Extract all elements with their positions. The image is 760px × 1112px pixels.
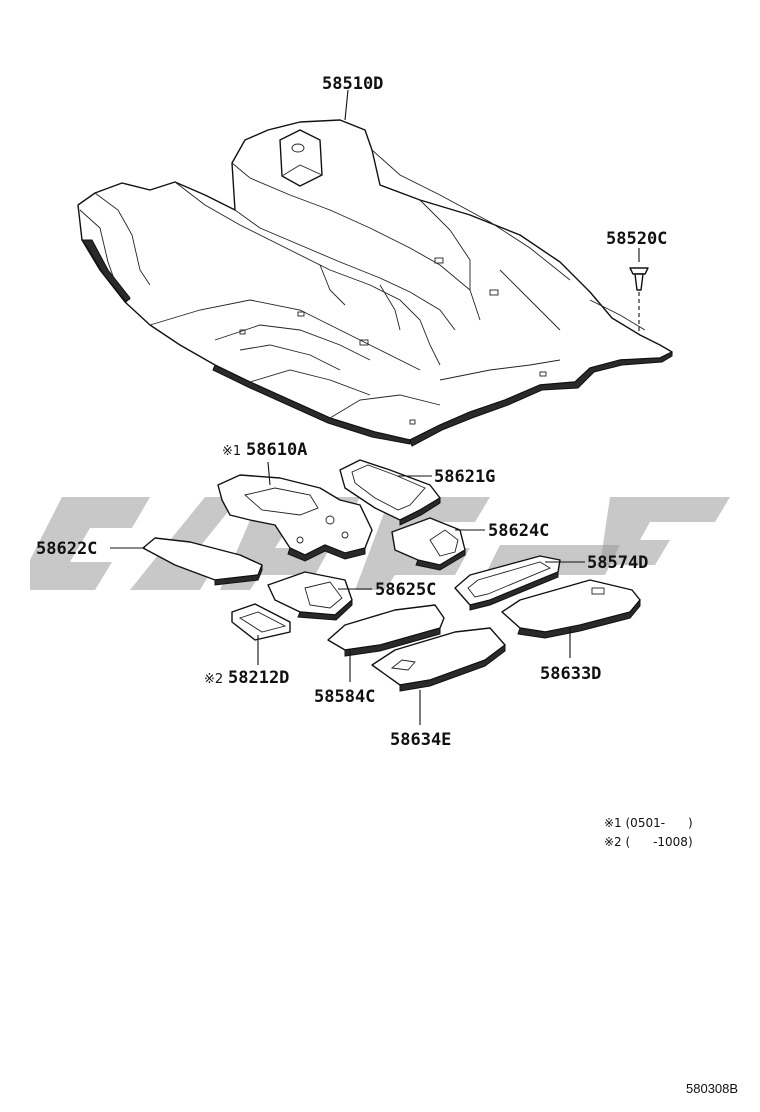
floor-carpet-drawing — [77, 119, 673, 447]
leader-lines — [110, 89, 640, 725]
note-1: ※1 (0501- ) — [604, 816, 693, 830]
pad-58212d-drawing — [231, 603, 291, 641]
pad-58574d-drawing — [454, 555, 561, 611]
label-58574d: 58574D — [587, 553, 648, 573]
label-58633d: 58633D — [540, 664, 601, 684]
figure-number: 580308B — [686, 1081, 738, 1096]
label-58584c: 58584C — [314, 687, 375, 707]
label-58520c: 58520C — [606, 229, 667, 249]
label-58624c: 58624C — [488, 521, 549, 541]
pad-58622c-drawing — [142, 537, 263, 586]
pad-58624c-drawing — [391, 517, 466, 571]
label-58622c: 58622C — [36, 539, 97, 559]
pad-58584c-drawing — [327, 604, 445, 657]
clip-drawing — [629, 267, 649, 335]
label-58621g: 58621G — [434, 467, 495, 487]
label-58212d: 58212D — [228, 668, 289, 688]
label-58510d: 58510D — [322, 74, 383, 94]
pad-58633d-drawing — [501, 579, 641, 639]
label-58625c: 58625C — [375, 580, 436, 600]
mark-1-58610a: ※1 — [222, 444, 241, 459]
silencer-58621g-drawing — [339, 459, 441, 526]
label-58610a: 58610A — [246, 440, 307, 460]
mark-2-58212d: ※2 — [204, 672, 223, 687]
label-58634e: 58634E — [390, 730, 451, 750]
note-2: ※2 ( -1008) — [604, 835, 693, 849]
silencer-58610a-drawing — [217, 474, 373, 562]
pad-58625c-drawing — [267, 571, 353, 621]
pad-58634e-drawing — [371, 627, 506, 692]
